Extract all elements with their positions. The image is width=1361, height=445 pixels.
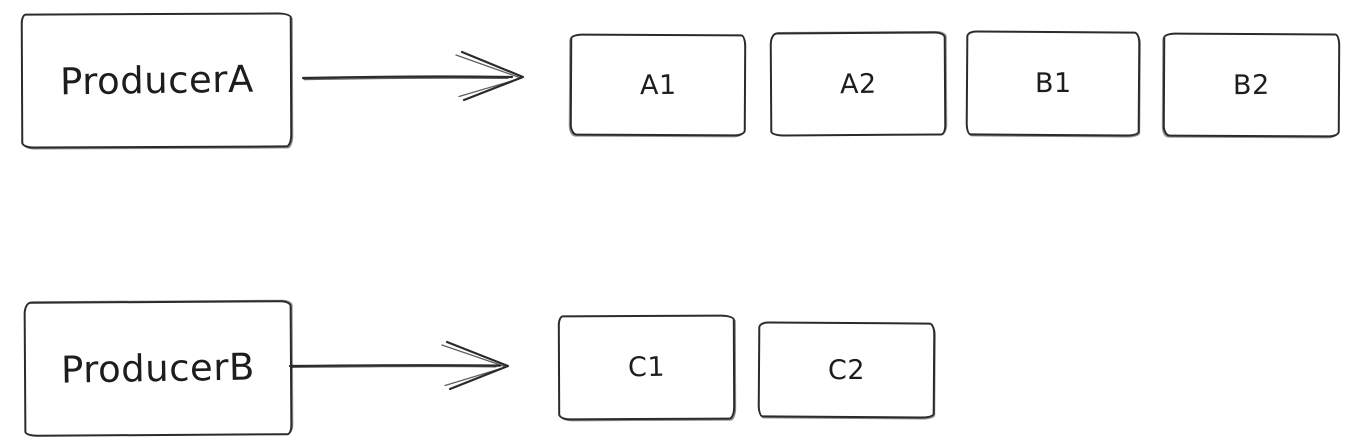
producer-a-label: ProducerA bbox=[59, 57, 254, 104]
message-label-c2: C2 bbox=[827, 354, 866, 386]
message-box-c2: C2 bbox=[757, 321, 936, 419]
producer-b-box: ProducerB bbox=[23, 300, 293, 437]
message-label-a2: A2 bbox=[839, 68, 877, 100]
message-label-b1: B1 bbox=[1034, 67, 1072, 100]
producer-b-label: ProducerB bbox=[60, 345, 256, 392]
producer-b-arrow bbox=[288, 340, 510, 391]
message-label-c1: C1 bbox=[627, 351, 666, 384]
message-box-a2: A2 bbox=[769, 31, 947, 137]
message-label-a1: A1 bbox=[639, 69, 677, 101]
producer-a-arrow bbox=[301, 50, 525, 102]
message-box-b1: B1 bbox=[965, 30, 1141, 137]
message-box-a1: A1 bbox=[569, 33, 747, 137]
producer-a-box: ProducerA bbox=[20, 12, 293, 149]
message-box-b2: B2 bbox=[1162, 32, 1341, 138]
message-label-b2: B2 bbox=[1233, 69, 1270, 101]
message-box-c1: C1 bbox=[557, 314, 736, 421]
